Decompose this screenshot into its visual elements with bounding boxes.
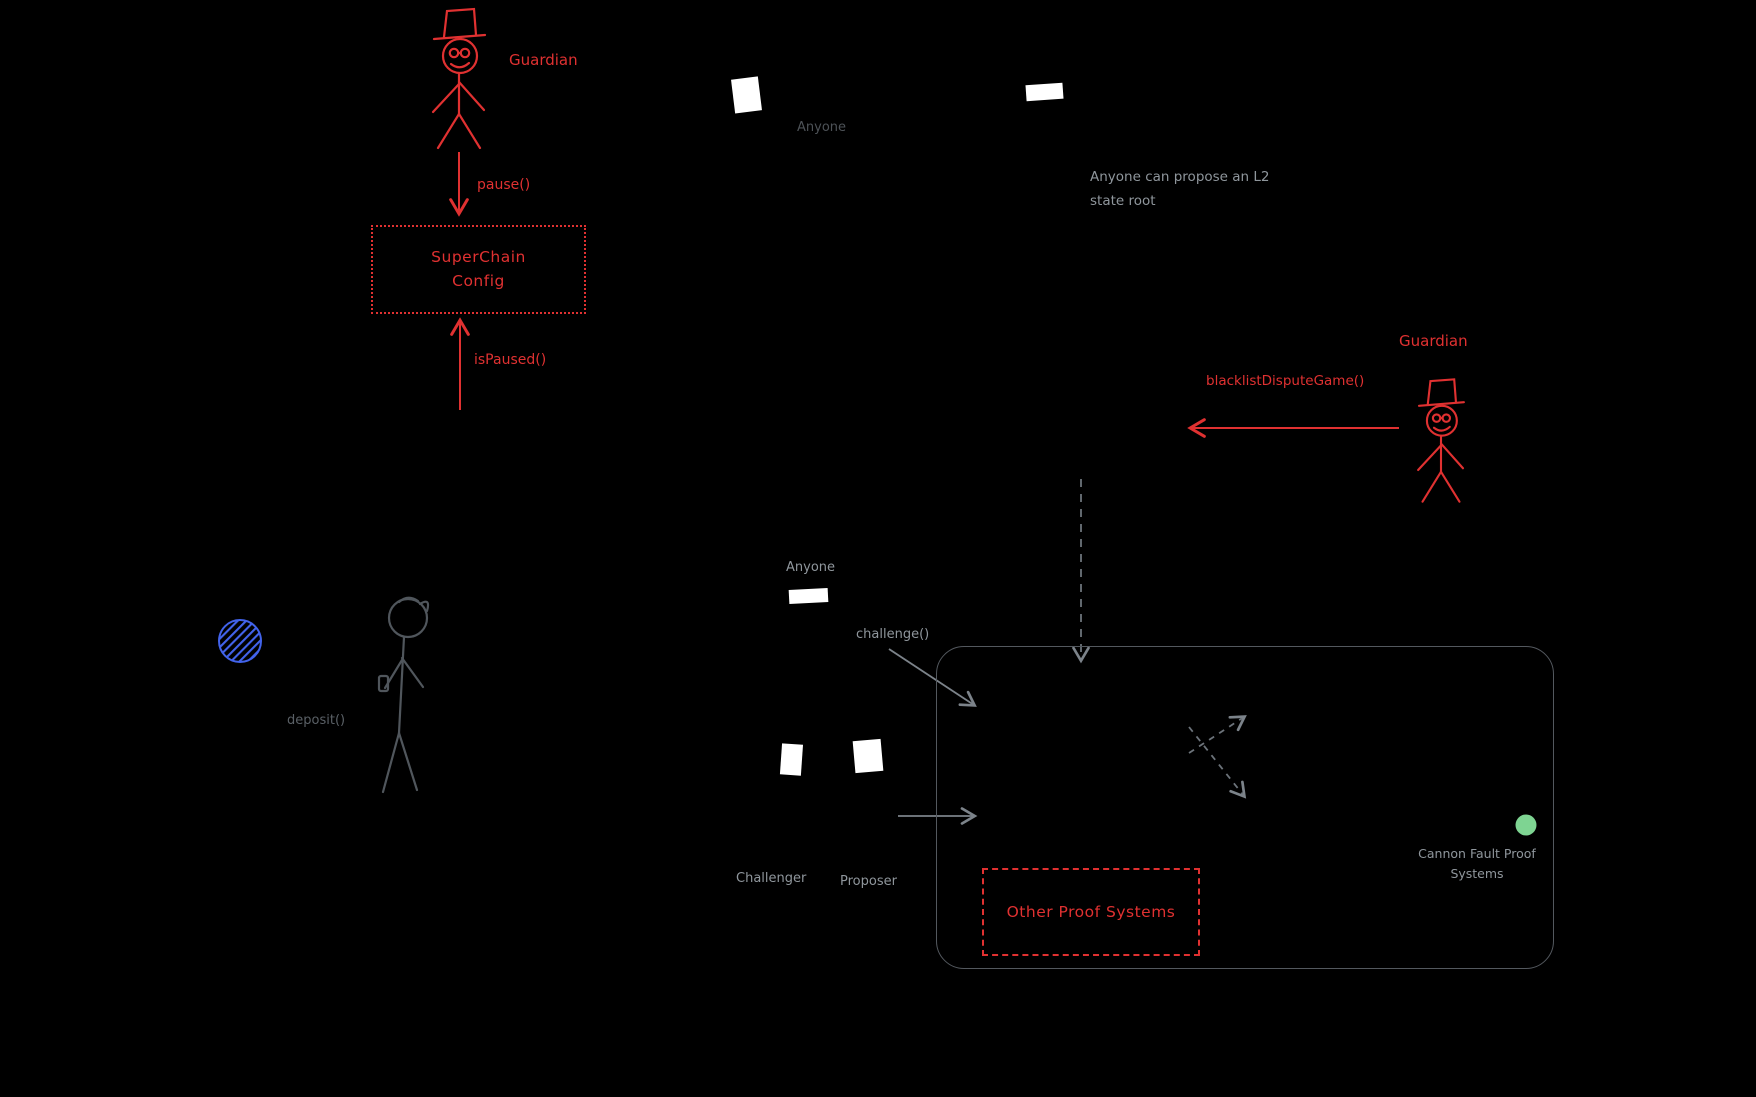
mustache: [1432, 425, 1451, 432]
proposer-label: Proposer: [840, 874, 897, 889]
hatched-circle-icon: [218, 619, 262, 663]
guardian-figure-right: [1417, 378, 1465, 503]
challenge-arrow: [888, 648, 977, 707]
challenge-label: challenge(): [856, 627, 930, 642]
document-icon: [852, 738, 884, 774]
cannon-label: Cannon Fault Proof Systems: [1418, 846, 1536, 881]
depositor-figure: [377, 596, 430, 794]
hat-brim: [1417, 401, 1465, 407]
bar-icon: [788, 587, 829, 604]
leg-right: [397, 731, 419, 792]
superchain-config-title: SuperChain Config: [431, 248, 526, 290]
deposit-label: deposit(): [287, 713, 346, 728]
guardian-right-label: Guardian: [1399, 332, 1468, 350]
hair-bun: [418, 600, 430, 613]
other-proof-systems-title: Other Proof Systems: [1006, 903, 1176, 921]
leg-left: [1421, 470, 1443, 503]
arm-left: [431, 82, 461, 114]
mustache: [449, 61, 471, 69]
superchain-config-box: SuperChain Config: [371, 225, 586, 314]
pause-label: pause(): [477, 177, 531, 193]
proof-systems-container: [936, 646, 1554, 969]
guardian-left-label: Guardian: [509, 51, 578, 69]
other-proof-systems-box: Other Proof Systems: [982, 868, 1200, 956]
guardian-figure-top-left: [431, 7, 487, 150]
top-hat-icon: [1426, 378, 1458, 406]
bar-icon: [1025, 82, 1064, 102]
anyone-top-label: Anyone: [797, 120, 847, 135]
green-dot-icon: [1515, 814, 1537, 836]
leg-left: [436, 112, 461, 150]
blacklist-label: blacklistDisputeGame(): [1206, 373, 1365, 389]
document-icon: [779, 743, 804, 776]
arm-right: [1439, 442, 1465, 470]
anyone-mid-label: Anyone: [786, 560, 836, 575]
glasses-right: [459, 47, 471, 59]
leg-right: [457, 112, 482, 150]
top-hat-icon: [442, 7, 478, 39]
arm-right: [400, 656, 425, 689]
body: [397, 635, 406, 735]
hair: [397, 596, 420, 604]
leg-right: [1439, 470, 1461, 503]
challenger-label: Challenger: [736, 871, 807, 886]
document-icon: [731, 76, 762, 114]
propose-note: Anyone can propose an L2 state root: [1090, 169, 1270, 209]
arm-right: [457, 80, 486, 112]
glasses-right: [1441, 413, 1452, 423]
glasses-left: [1431, 413, 1442, 423]
arm-left: [1417, 444, 1443, 472]
hat-brim: [432, 33, 487, 41]
phone-icon: [377, 674, 390, 693]
ispaused-label: isPaused(): [474, 352, 547, 368]
head: [387, 597, 429, 639]
leg-left: [381, 731, 401, 794]
glasses-left: [448, 47, 460, 59]
dispute-to-vm-arrow-lower: [1188, 726, 1247, 799]
